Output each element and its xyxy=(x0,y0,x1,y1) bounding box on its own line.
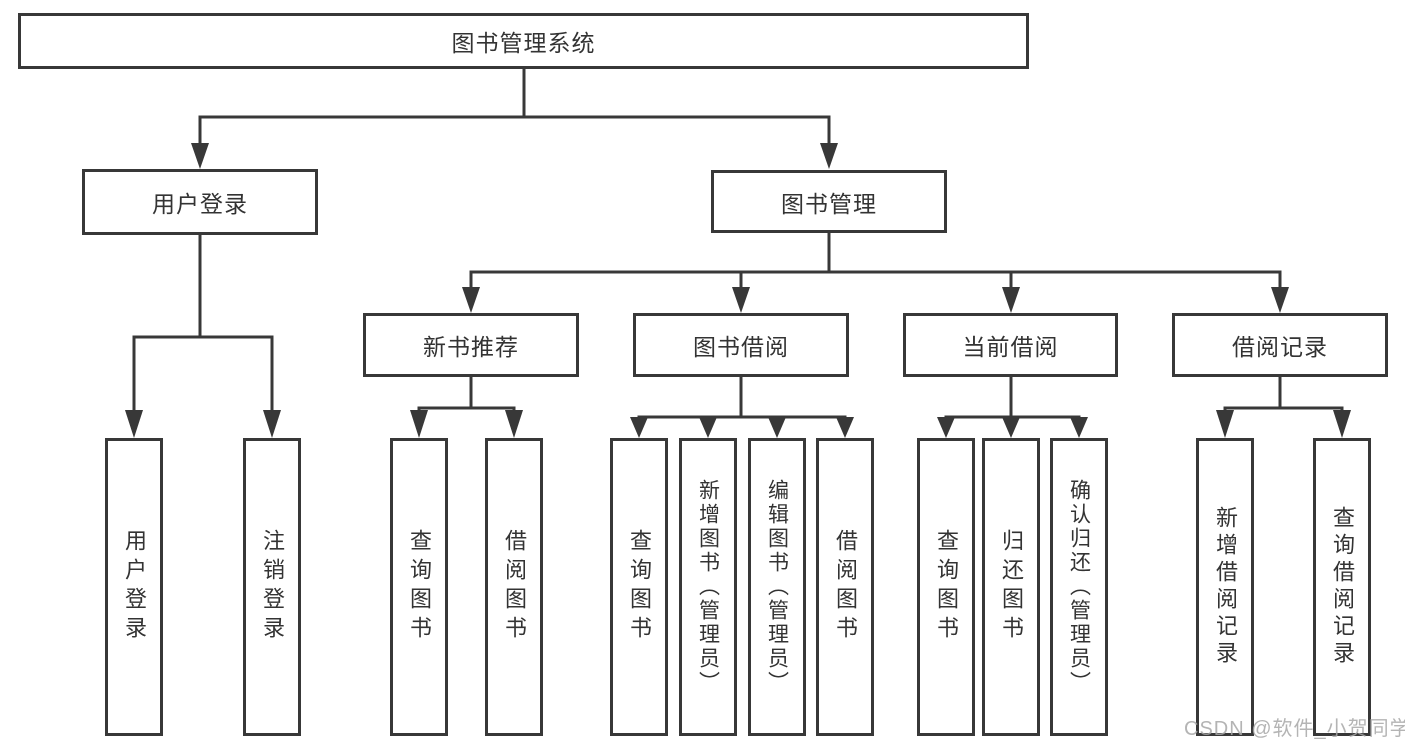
wire-current-borrow xyxy=(944,377,1081,419)
wire-book-borrow xyxy=(637,377,847,419)
arrow-down-icon xyxy=(836,417,854,438)
leaf-logout: 注销登录 xyxy=(243,438,301,736)
arrow-down-icon xyxy=(1216,410,1234,438)
leaf-add-borrow-record: 新增借阅记录 xyxy=(1196,438,1254,736)
wire-book-management xyxy=(469,233,1282,289)
node-label: 当前借阅 xyxy=(962,334,1059,360)
arrow-down-icon xyxy=(410,410,428,438)
leaf-borrow-books: 借阅图书 xyxy=(816,438,874,736)
node-label: 注销登录 xyxy=(260,529,285,645)
wire-new-book-recommend xyxy=(417,377,516,412)
node-label: 借阅图书 xyxy=(502,529,527,645)
arrow-down-icon xyxy=(820,143,838,169)
node-label: 新增图书（管理员） xyxy=(696,479,720,695)
node-label: 图书管理 xyxy=(781,190,877,217)
leaf-confirm-return-admin: 确认归还（管理员） xyxy=(1050,438,1108,736)
leaf-user-login: 用户登录 xyxy=(105,438,163,736)
leaf-query-books-recommend: 查询图书 xyxy=(390,438,448,736)
node-book-borrow: 图书借阅 xyxy=(633,313,849,377)
leaf-query-borrow-record: 查询借阅记录 xyxy=(1313,438,1371,736)
node-label: 查询图书 xyxy=(934,529,959,645)
arrow-down-icon xyxy=(505,410,523,438)
node-label: 查询图书 xyxy=(407,529,432,645)
arrow-down-icon xyxy=(937,417,955,438)
node-label: 借阅图书 xyxy=(833,529,858,645)
node-root: 图书管理系统 xyxy=(18,13,1029,69)
leaf-query-books-current: 查询图书 xyxy=(917,438,975,736)
node-label: 归还图书 xyxy=(999,529,1024,645)
arrow-down-icon xyxy=(1002,287,1020,313)
node-label: 图书借阅 xyxy=(693,334,789,360)
leaf-query-books-borrow: 查询图书 xyxy=(610,438,668,736)
node-label: 借阅记录 xyxy=(1232,334,1328,360)
node-user-login: 用户登录 xyxy=(82,169,318,235)
node-label: 图书管理系统 xyxy=(451,30,596,56)
node-label: 用户登录 xyxy=(122,529,147,645)
wire-borrow-records xyxy=(1223,377,1344,412)
node-book-management: 图书管理 xyxy=(711,170,947,233)
arrow-down-icon xyxy=(1271,287,1289,313)
arrow-down-icon xyxy=(768,417,786,438)
node-label: 查询借阅记录 xyxy=(1330,506,1355,668)
arrow-down-icon xyxy=(1002,417,1020,438)
arrow-down-icon xyxy=(263,410,281,438)
wire-user-login xyxy=(132,235,274,413)
arrow-down-icon xyxy=(1333,410,1351,438)
node-label: 新增借阅记录 xyxy=(1213,506,1238,668)
arrow-down-icon xyxy=(699,417,717,438)
node-label: 确认归还（管理员） xyxy=(1067,479,1091,695)
leaf-return-book: 归还图书 xyxy=(982,438,1040,736)
arrowheads xyxy=(125,143,1351,438)
node-label: 编辑图书（管理员） xyxy=(765,479,789,695)
arrow-down-icon xyxy=(1070,417,1088,438)
leaf-edit-book-admin: 编辑图书（管理员） xyxy=(748,438,806,736)
arrow-down-icon xyxy=(462,287,480,313)
node-label: 查询图书 xyxy=(627,529,652,645)
arrow-down-icon xyxy=(125,410,143,438)
arrow-down-icon xyxy=(732,287,750,313)
leaf-borrow-books-recommend: 借阅图书 xyxy=(485,438,543,736)
wire-root xyxy=(198,69,831,145)
watermark: CSDN @软件_小贺同学 xyxy=(1184,718,1405,740)
arrow-down-icon xyxy=(191,143,209,169)
node-new-book-recommend: 新书推荐 xyxy=(363,313,579,377)
leaf-add-book-admin: 新增图书（管理员） xyxy=(679,438,737,736)
arrow-down-icon xyxy=(630,417,648,438)
node-label: 用户登录 xyxy=(152,191,248,217)
node-borrow-records: 借阅记录 xyxy=(1172,313,1388,377)
node-current-borrow: 当前借阅 xyxy=(903,313,1118,377)
node-label: 新书推荐 xyxy=(423,334,519,360)
